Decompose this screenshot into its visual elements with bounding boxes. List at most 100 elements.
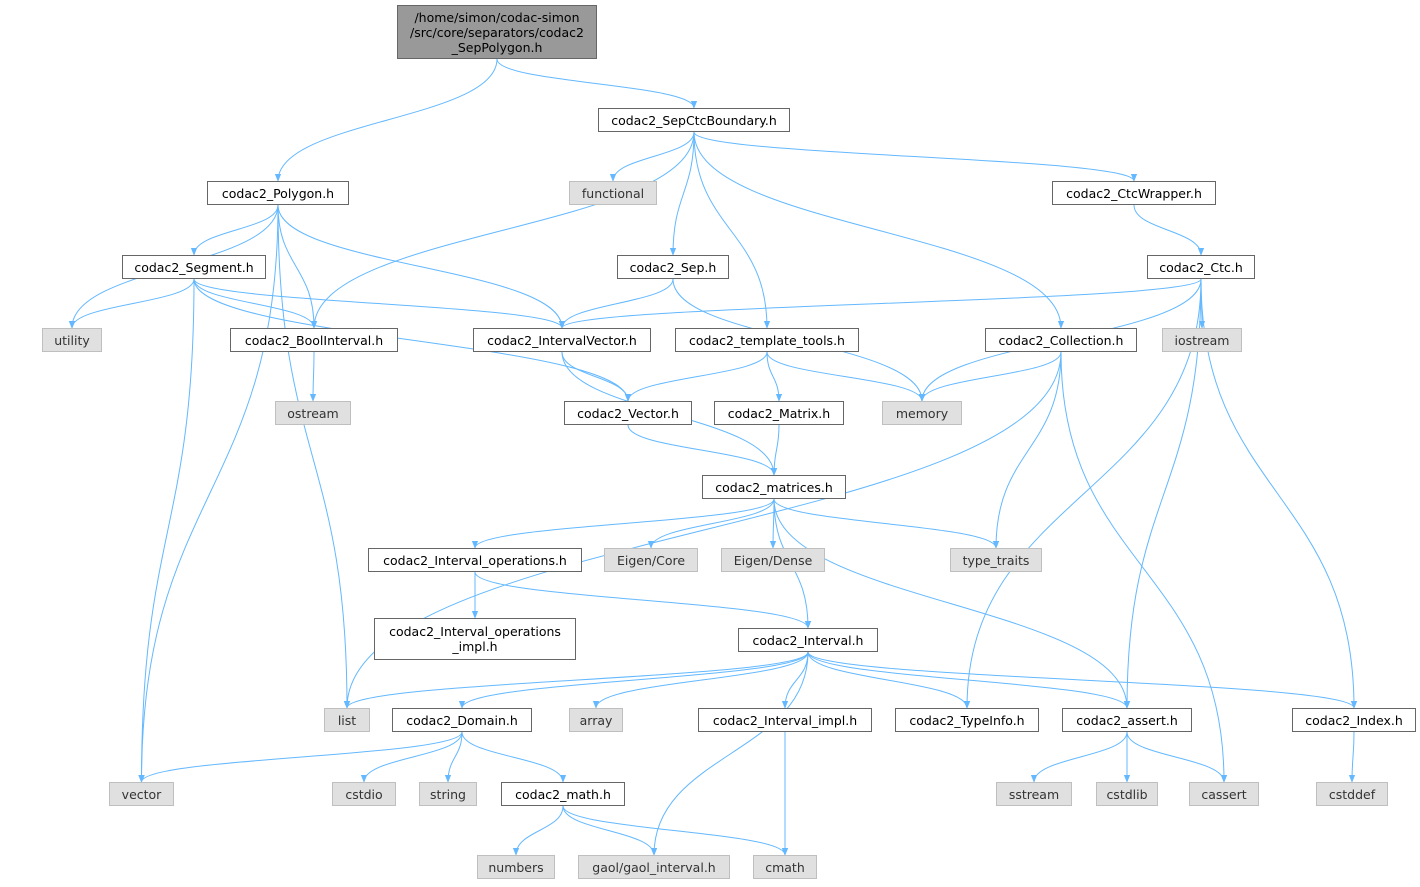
node-mathh[interactable]: codac2_math.h [501, 782, 625, 806]
node-interval[interactable]: codac2_Interval.h [738, 628, 878, 652]
node-polygon[interactable]: codac2_Polygon.h [207, 181, 349, 205]
node-intervalimpl[interactable]: codac2_Interval_impl.h [698, 708, 872, 732]
edge-ctc-to-assert [1123, 278, 1202, 709]
edge-matrices-to-assert [773, 498, 1131, 709]
node-eigencore: Eigen/Core [604, 548, 698, 572]
node-sepctcboundary[interactable]: codac2_SepCtcBoundary.h [598, 108, 790, 132]
edge-polygon-to-list [277, 204, 351, 709]
edge-matrices-to-typetraits [773, 498, 1000, 549]
node-numbers: numbers [477, 855, 555, 879]
edge-assert-to-sstream [1030, 731, 1128, 783]
node-intervalvector[interactable]: codac2_IntervalVector.h [473, 328, 651, 352]
edge-sepctcboundary-to-templatetools [693, 131, 771, 329]
edge-polygon-to-intervalvector [277, 204, 566, 329]
edge-root-to-polygon [274, 58, 498, 182]
edge-collection-to-memory [918, 351, 1062, 402]
edge-templatetools-to-matrixh [766, 351, 783, 402]
node-sep[interactable]: codac2_Sep.h [617, 255, 729, 279]
edge-mathh-to-numbers [512, 805, 564, 856]
edge-interval-to-array [592, 651, 809, 709]
node-memory: memory [882, 401, 962, 425]
edge-templatetools-to-vectorh [624, 351, 768, 402]
edge-sepctcboundary-to-collection [693, 131, 1065, 329]
edge-ctc-to-typeinfo [963, 278, 1202, 709]
node-gaol: gaol/gaol_interval.h [578, 855, 730, 879]
edge-interval-to-typeinfo [807, 651, 971, 709]
node-ostream: ostream [275, 401, 351, 425]
edge-interval-to-gaol [650, 651, 809, 856]
edge-segment-to-boolinterval [193, 278, 318, 329]
node-vector: vector [109, 782, 174, 806]
edge-templatetools-to-memory [766, 351, 926, 402]
node-eigendense: Eigen/Dense [721, 548, 825, 572]
node-segment[interactable]: codac2_Segment.h [122, 255, 266, 279]
edge-interval-to-domain [458, 651, 809, 709]
node-sstream: sstream [996, 782, 1072, 806]
edge-matrices-to-eigencore [647, 498, 775, 549]
edge-sepctcboundary-to-functional [609, 131, 695, 182]
node-templatetools[interactable]: codac2_template_tools.h [675, 328, 859, 352]
edge-segment-to-utility [68, 278, 195, 329]
edge-interval-to-index [807, 651, 1358, 709]
edge-ctcwrapper-to-ctc [1133, 204, 1205, 256]
node-intervalops[interactable]: codac2_Interval_operations.h [368, 548, 582, 572]
edge-interval-to-assert [807, 651, 1131, 709]
node-typetraits: type_traits [950, 548, 1042, 572]
edge-boolinterval-to-ostream [309, 351, 317, 402]
edge-segment-to-vector [138, 278, 195, 783]
edge-matrixh-to-matrices [770, 424, 780, 476]
edge-mathh-to-cmath [562, 805, 789, 856]
edge-polygon-to-boolinterval [277, 204, 318, 329]
node-collection[interactable]: codac2_Collection.h [985, 328, 1137, 352]
edge-root-to-sepctcboundary [496, 58, 698, 109]
node-string: string [419, 782, 477, 806]
edge-ctc-to-index [1200, 278, 1358, 709]
edge-index-to-cstddef [1348, 731, 1356, 783]
node-domain[interactable]: codac2_Domain.h [392, 708, 532, 732]
node-ctcwrapper[interactable]: codac2_CtcWrapper.h [1052, 181, 1216, 205]
node-matrixh[interactable]: codac2_Matrix.h [714, 401, 844, 425]
node-intervalopsimpl[interactable]: codac2_Interval_operations _impl.h [374, 618, 576, 660]
node-cassert: cassert [1189, 782, 1259, 806]
edge-interval-to-intervalimpl [781, 651, 809, 709]
edge-domain-to-mathh [461, 731, 567, 783]
edge-polygon-to-vector [138, 204, 279, 783]
node-utility: utility [42, 328, 102, 352]
node-cstdio: cstdio [332, 782, 396, 806]
node-cmath: cmath [753, 855, 817, 879]
node-root: /home/simon/codac-simon /src/core/separa… [397, 5, 597, 59]
node-ctc[interactable]: codac2_Ctc.h [1147, 255, 1255, 279]
node-boolinterval[interactable]: codac2_BoolInterval.h [230, 328, 398, 352]
edge-sepctcboundary-to-ctcwrapper [693, 131, 1138, 182]
edge-matrices-to-intervalops [471, 498, 775, 549]
edge-sepctcboundary-to-sep [669, 131, 695, 256]
node-array: array [569, 708, 623, 732]
node-vectorh[interactable]: codac2_Vector.h [564, 401, 692, 425]
edge-mathh-to-gaol [562, 805, 658, 856]
edge-domain-to-vector [138, 731, 463, 783]
node-typeinfo[interactable]: codac2_TypeInfo.h [895, 708, 1039, 732]
edge-collection-to-typetraits [992, 351, 1062, 549]
node-list: list [324, 708, 370, 732]
node-index[interactable]: codac2_Index.h [1292, 708, 1416, 732]
edge-vectorh-to-matrices [627, 424, 778, 476]
edge-domain-to-cstdio [360, 731, 463, 783]
edge-sep-to-intervalvector [558, 278, 674, 329]
edge-segment-to-vectorh [193, 278, 632, 402]
edge-ctc-to-intervalvector [558, 278, 1202, 329]
node-iostream: iostream [1162, 328, 1242, 352]
edge-interval-to-list [343, 651, 809, 709]
node-cstddef: cstddef [1316, 782, 1388, 806]
edge-collection-to-cassert [1060, 351, 1228, 783]
edge-domain-to-string [444, 731, 463, 783]
node-matrices[interactable]: codac2_matrices.h [702, 475, 846, 499]
edge-intervalops-to-interval [474, 571, 812, 629]
node-functional: functional [569, 181, 657, 205]
edge-segment-to-intervalvector [193, 278, 566, 329]
node-cstdlib: cstdlib [1096, 782, 1158, 806]
edge-polygon-to-segment [190, 204, 279, 256]
edge-assert-to-cassert [1126, 731, 1228, 783]
node-assert[interactable]: codac2_assert.h [1062, 708, 1192, 732]
